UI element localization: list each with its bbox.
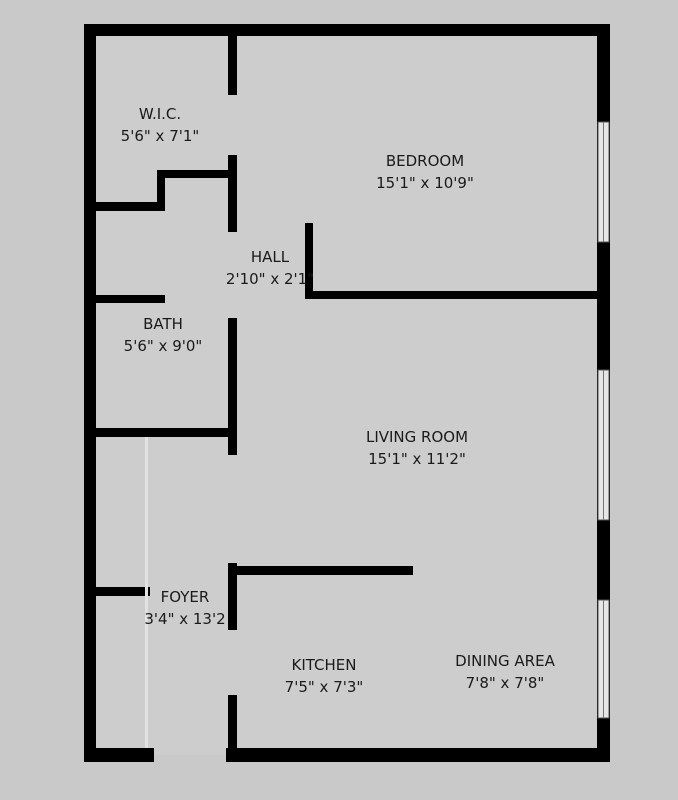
- wall-interior: [228, 695, 237, 750]
- wall-bottom-left: [84, 748, 154, 762]
- room-label-bedroom: BEDROOM 15'1" x 10'9": [376, 150, 474, 194]
- wall-kitchen: [228, 566, 413, 575]
- wall-interior: [228, 155, 237, 232]
- wall-left: [84, 24, 96, 762]
- windows: [597, 121, 610, 719]
- room-dims: 7'5" x 7'3": [284, 678, 364, 696]
- wall-bedroom: [305, 291, 597, 299]
- wall-top: [84, 24, 610, 36]
- wall-interior: [228, 36, 237, 95]
- wall-interior: [228, 563, 237, 630]
- room-label-bath: BATH 5'6" x 9'0": [124, 313, 203, 357]
- room-label-foyer: FOYER 3'4" x 13'2: [144, 586, 225, 630]
- wall-foyer: [96, 587, 150, 596]
- room-label-wic: W.I.C. 5'6" x 7'1": [121, 103, 200, 147]
- wall-wic: [157, 170, 165, 211]
- room-name: DINING AREA: [455, 652, 555, 670]
- room-name: KITCHEN: [291, 656, 357, 674]
- wall-interior: [228, 318, 237, 455]
- room-dims: 2'10" x 2'1": [225, 270, 315, 288]
- wall-bottom-right: [226, 748, 610, 762]
- wall-hall: [305, 223, 313, 299]
- wall-bath: [96, 428, 237, 437]
- room-name: FOYER: [160, 588, 210, 606]
- room-label-kitchen: KITCHEN 7'5" x 7'3": [285, 654, 364, 698]
- room-label-hall: HALL 2'10" x 2'1": [226, 246, 314, 290]
- wall-bath: [96, 295, 165, 303]
- room-dims: 15'1" x 10'9": [376, 174, 474, 192]
- room-label-dining-area: DINING AREA 7'8" x 7'8": [455, 650, 555, 694]
- room-name: BATH: [143, 315, 183, 333]
- room-dims: 5'6" x 7'1": [120, 127, 200, 145]
- room-name: BEDROOM: [385, 152, 465, 170]
- wall-wic: [96, 202, 165, 211]
- room-dims: 5'6" x 9'0": [123, 337, 203, 355]
- room-name: LIVING ROOM: [365, 428, 469, 446]
- floor-area: [90, 30, 604, 755]
- room-name: HALL: [250, 248, 290, 266]
- room-dims: 3'4" x 13'2: [144, 610, 226, 628]
- closet-door-line: [145, 437, 148, 748]
- room-dims: 15'1" x 11'2": [368, 450, 466, 468]
- wall-wic: [157, 170, 237, 178]
- room-name: W.I.C.: [138, 105, 182, 123]
- room-label-living-room: LIVING ROOM 15'1" x 11'2": [366, 426, 468, 470]
- room-dims: 7'8" x 7'8": [465, 674, 545, 692]
